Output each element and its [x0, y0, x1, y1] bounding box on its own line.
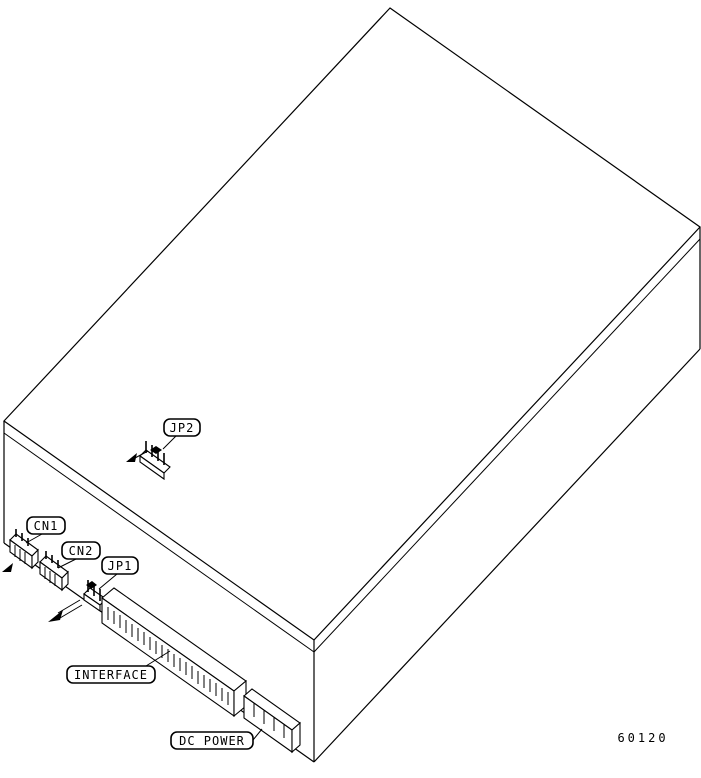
callout-leader-cn2 [57, 558, 77, 569]
lid-seam-right [313, 238, 701, 653]
cn2-pins [45, 551, 59, 568]
dc-power-pins [253, 703, 285, 738]
cn1-body-side [31, 548, 39, 570]
jp2-pin1-arrow-tail [134, 450, 149, 459]
jp2-pin1-arrow-icon [126, 453, 137, 462]
callout-cn1: CN1 [25, 516, 66, 544]
cn1-connector [2, 529, 39, 572]
jp2-jumper-cap [150, 446, 162, 454]
callout-box-jp2 [163, 418, 201, 437]
interface-pin-hatch [107, 607, 229, 705]
jp2-base-front [139, 454, 165, 481]
callout-box-dc-power [170, 731, 254, 750]
callout-dc-power: DC POWER [170, 728, 263, 750]
dc-power-body-side [291, 721, 301, 754]
callout-leader-jp2 [162, 435, 177, 450]
interface-connector [101, 587, 247, 718]
callout-box-cn2 [61, 541, 101, 560]
callout-label-jp2: JP2 [170, 421, 195, 435]
callout-box-cn1 [26, 516, 66, 535]
jp1-base-front [83, 592, 101, 613]
jp1-connector [48, 580, 107, 622]
callout-leader-interface [145, 650, 171, 667]
cn1-pin1-arrow-icon [2, 563, 13, 572]
callout-jp2: JP2 [162, 418, 201, 450]
callout-box-jp1 [101, 556, 139, 575]
callout-interface: INTERFACE [66, 650, 171, 684]
interface-pin1-arrow-tail [57, 599, 83, 619]
callout-box-interface [66, 665, 156, 684]
chassis-bottom-right-edge [313, 348, 701, 763]
callout-label-cn2: CN2 [69, 544, 94, 558]
callout-label-cn1: CN1 [34, 519, 59, 533]
jp2-connector [126, 441, 171, 481]
callout-label-dc-power: DC POWER [179, 734, 245, 748]
figure-number: 60120 [617, 731, 668, 745]
callout-leader-jp1 [98, 573, 118, 590]
cn1-hatch [14, 545, 26, 564]
lid-seam-front [3, 432, 315, 653]
cn2-hatch [44, 567, 56, 586]
drive-chassis-outline [3, 7, 701, 763]
callout-label-jp1: JP1 [108, 559, 133, 573]
callout-cn2: CN2 [57, 541, 101, 569]
cn2-connector [39, 551, 69, 592]
chassis-top-face [3, 7, 701, 641]
callout-leader-cn1 [25, 533, 43, 544]
interface-pin1-arrow-icon [48, 610, 63, 622]
callout-leader-dc-power [252, 728, 263, 741]
cn2-body-side [61, 570, 69, 592]
jp1-jumper-cap [86, 581, 97, 589]
callout-label-interface: INTERFACE [74, 668, 148, 682]
dc-power-connector [243, 688, 301, 754]
callout-jp1: JP1 [98, 556, 139, 590]
